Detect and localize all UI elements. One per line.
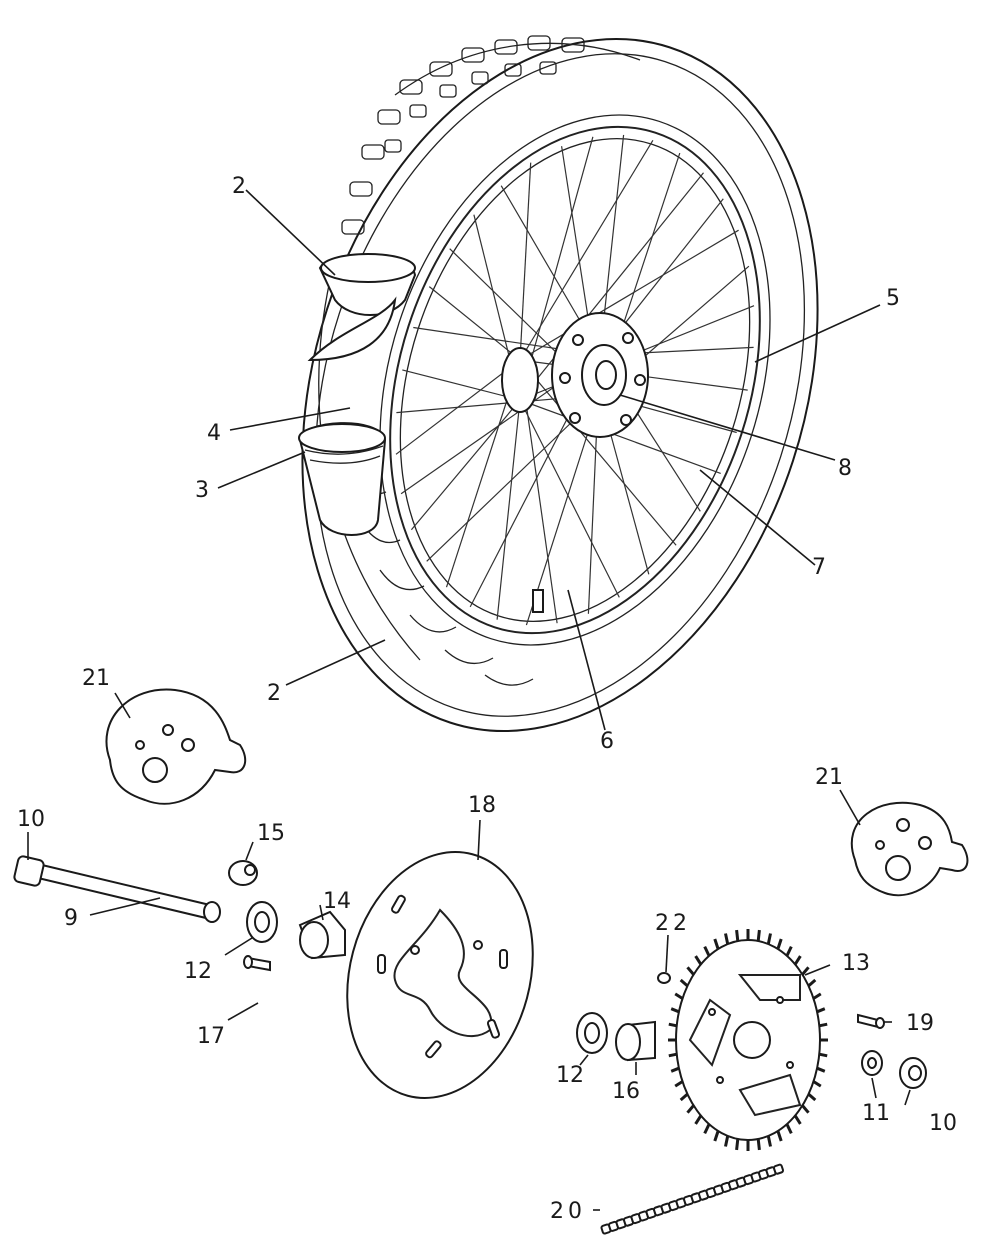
spacer-left xyxy=(298,910,346,960)
chain xyxy=(600,1163,785,1235)
spacer-right xyxy=(615,1020,656,1062)
valve xyxy=(532,589,544,613)
tire-tread xyxy=(341,35,585,686)
axle-nut-left xyxy=(228,860,258,886)
bolt-17 xyxy=(243,955,271,972)
bolt-19 xyxy=(857,1013,885,1029)
callout-labels: 2 2 3 4 5 6 7 8 9 10 10 11 12 12 13 14 1… xyxy=(17,174,957,1224)
hub xyxy=(501,312,649,438)
callout-2-bottom: 2 xyxy=(267,681,281,706)
callout-18: 18 xyxy=(468,793,496,818)
callout-13: 13 xyxy=(842,951,870,976)
callout-8: 8 xyxy=(838,456,852,481)
axle-nut-right xyxy=(899,1057,927,1089)
callout-12-left: 12 xyxy=(184,959,212,984)
brake-disc xyxy=(346,851,534,1099)
axle xyxy=(13,855,221,923)
callout-4: 4 xyxy=(207,421,221,446)
callout-10-right: 10 xyxy=(929,1111,957,1136)
bearing-left xyxy=(246,901,278,943)
nut-22 xyxy=(657,972,671,984)
callout-22: 22 xyxy=(655,911,691,936)
callout-3: 3 xyxy=(195,478,209,503)
callout-21-right: 21 xyxy=(815,765,843,790)
callout-21-left: 21 xyxy=(82,666,110,691)
callout-2-top: 2 xyxy=(232,174,246,199)
callout-11: 11 xyxy=(862,1101,890,1126)
callout-10-left: 10 xyxy=(17,807,45,832)
chain-adjuster-right xyxy=(850,801,969,897)
washer xyxy=(861,1050,883,1076)
chain-adjuster-left xyxy=(105,688,247,805)
callout-19: 19 xyxy=(906,1011,934,1036)
callout-14: 14 xyxy=(323,889,351,914)
callout-20: 20 xyxy=(550,1199,586,1224)
callout-5: 5 xyxy=(886,286,900,311)
callout-9: 9 xyxy=(64,906,78,931)
rim-tape xyxy=(307,253,417,362)
callout-15: 15 xyxy=(257,821,285,846)
callout-12-right: 12 xyxy=(556,1063,584,1088)
inner-tube xyxy=(298,422,387,536)
bearing-right xyxy=(576,1012,608,1054)
callout-7: 7 xyxy=(812,555,826,580)
callout-16: 16 xyxy=(612,1079,640,1104)
sprocket xyxy=(668,929,828,1151)
leader-lines xyxy=(27,189,911,1211)
callout-17: 17 xyxy=(197,1024,225,1049)
wheel-assembly xyxy=(298,35,819,733)
callout-6: 6 xyxy=(600,729,614,754)
